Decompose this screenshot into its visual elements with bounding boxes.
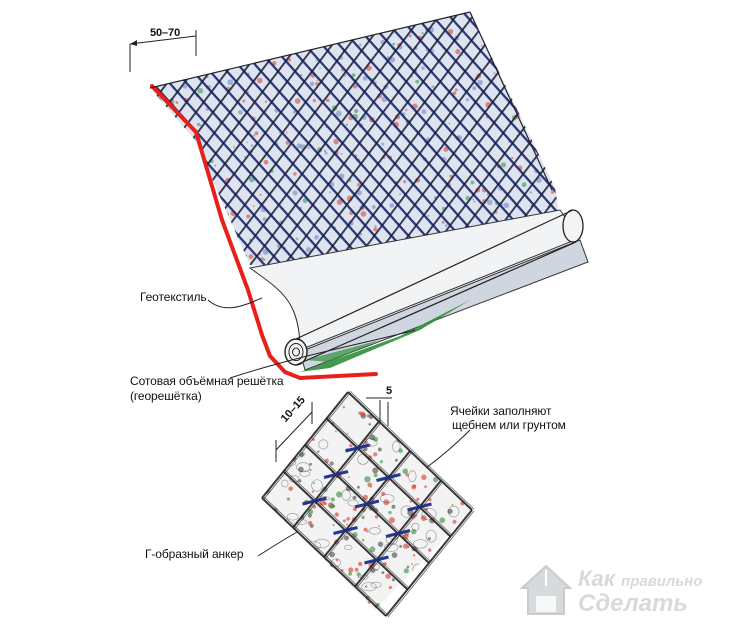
leader-geotextile — [207, 297, 263, 309]
watermark-word-pravilno: правильно — [621, 573, 703, 590]
dimension-detail-marker — [275, 397, 392, 462]
watermark-line2: Сделать — [578, 590, 688, 617]
dimension-top-marker — [129, 30, 197, 72]
label-cells-line1: Ячейки заполняют — [450, 404, 552, 418]
slope-right-edge — [469, 11, 553, 191]
label-anchor: Г-образный анкер — [145, 547, 244, 561]
label-geotextile: Геотекстиль — [140, 290, 207, 304]
label-geogrid-line1: Сотовая объёмная решётка — [130, 374, 284, 388]
label-geogrid-line2: (георешётка) — [130, 389, 202, 403]
grass-strip-2 — [305, 340, 380, 362]
leader-geogrid — [229, 329, 416, 379]
watermark-word-kak: Как — [578, 566, 615, 591]
detail-anchors — [302, 443, 432, 565]
dimension-top-label: 50–70 — [150, 27, 181, 39]
dimension-small-label: 5 — [386, 385, 393, 397]
slope-red-edge — [150, 84, 378, 381]
slope-top-edge — [149, 11, 471, 89]
geotextile-roll — [284, 209, 584, 366]
geotextile-shading — [299, 239, 589, 371]
watermark-house-icon — [519, 564, 573, 615]
watermark-line1: Как правильно — [578, 566, 702, 592]
leader-cells — [419, 429, 471, 473]
label-cells-line2: щебнем или грунтом — [452, 418, 566, 432]
